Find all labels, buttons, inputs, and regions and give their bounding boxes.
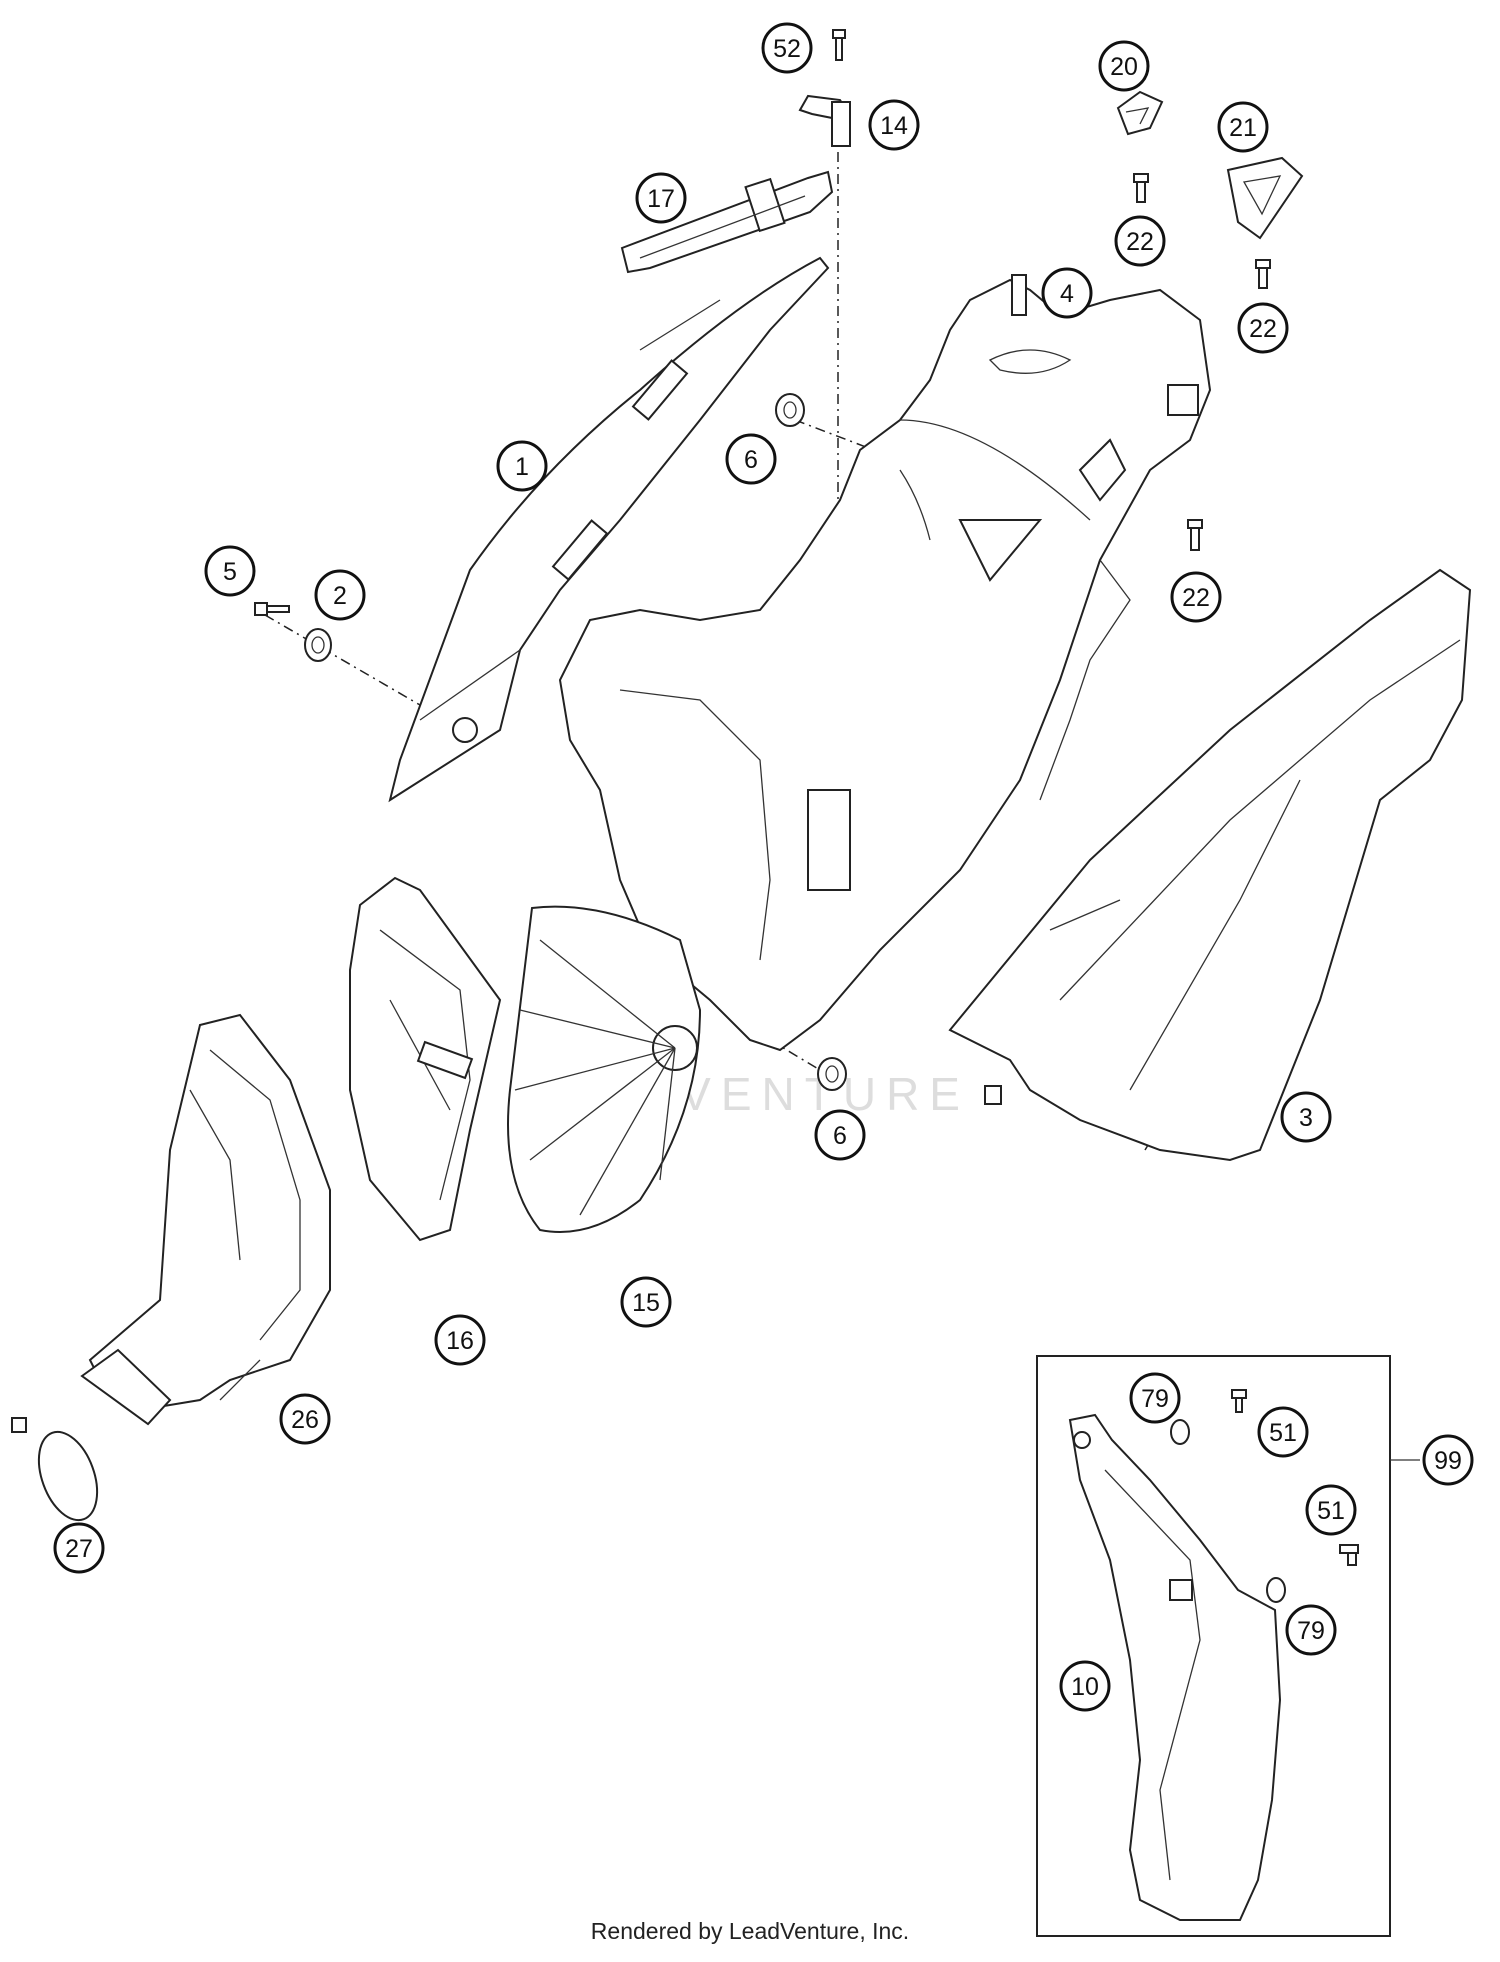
part-52-screw — [832, 29, 846, 61]
callout-10[interactable]: 10 — [1059, 1660, 1111, 1712]
svg-text:3: 3 — [1299, 1104, 1313, 1132]
callout-20[interactable]: 20 — [1098, 40, 1150, 92]
part-15-air-filter — [507, 905, 702, 1233]
callout-21[interactable]: 21 — [1217, 101, 1269, 153]
part-26-intake-boot — [80, 1013, 331, 1426]
part-79-grommet-a — [1170, 1419, 1190, 1445]
part-51-bolt-b — [1339, 1544, 1359, 1566]
callout-22[interactable]: 22 — [1114, 215, 1166, 267]
callout-22[interactable]: 22 — [1170, 571, 1222, 623]
callout-79[interactable]: 79 — [1285, 1604, 1337, 1656]
part-27-hose-clamp — [11, 1417, 99, 1522]
callout-51[interactable]: 51 — [1305, 1484, 1357, 1536]
callout-79[interactable]: 79 — [1129, 1372, 1181, 1424]
part-51-bolt-a — [1231, 1389, 1247, 1413]
svg-text:16: 16 — [446, 1327, 474, 1355]
svg-text:22: 22 — [1249, 315, 1277, 343]
part-6-grommet-bottom — [817, 1057, 847, 1091]
part-79-grommet-b — [1266, 1577, 1286, 1603]
svg-text:6: 6 — [744, 446, 758, 474]
callout-6[interactable]: 6 — [725, 433, 777, 485]
kit-99-box — [1036, 1355, 1391, 1937]
svg-text:17: 17 — [647, 185, 675, 213]
svg-text:1: 1 — [515, 453, 529, 481]
callout-6[interactable]: 6 — [814, 1109, 866, 1161]
svg-text:2: 2 — [333, 582, 347, 610]
part-16-filter-cage — [349, 876, 502, 1242]
svg-text:10: 10 — [1071, 1673, 1099, 1701]
svg-text:6: 6 — [833, 1122, 847, 1150]
svg-text:4: 4 — [1060, 280, 1074, 308]
callout-16[interactable]: 16 — [434, 1314, 486, 1366]
callout-3[interactable]: 3 — [1280, 1091, 1332, 1143]
part-17-strap — [620, 170, 834, 274]
footer-credit: Rendered by LeadVenture, Inc. — [590, 1918, 910, 1944]
svg-text:52: 52 — [773, 35, 801, 63]
callout-99[interactable]: 99 — [1422, 1434, 1474, 1486]
part-10-side-plate — [1068, 1413, 1282, 1921]
svg-text:15: 15 — [632, 1289, 660, 1317]
callout-15[interactable]: 15 — [620, 1276, 672, 1328]
svg-text:21: 21 — [1229, 114, 1257, 142]
svg-text:22: 22 — [1182, 584, 1210, 612]
part-5-bolt — [254, 602, 290, 616]
callout-layer: 52 14 20 21 17 22 4 22 1 6 5 2 22 6 3 15… — [53, 22, 1474, 1712]
part-2-grommet — [304, 628, 332, 662]
part-1-side-cover — [388, 256, 830, 803]
part-14-clip — [798, 94, 851, 147]
svg-text:51: 51 — [1269, 1419, 1297, 1447]
callout-14[interactable]: 14 — [868, 99, 920, 151]
svg-text:51: 51 — [1317, 1497, 1345, 1525]
svg-text:26: 26 — [291, 1406, 319, 1434]
svg-text:22: 22 — [1126, 228, 1154, 256]
part-6-grommet-top — [775, 393, 805, 427]
svg-text:5: 5 — [223, 558, 237, 586]
callout-52[interactable]: 52 — [761, 22, 813, 74]
callout-51[interactable]: 51 — [1257, 1406, 1309, 1458]
svg-text:79: 79 — [1297, 1617, 1325, 1645]
callout-5[interactable]: 5 — [204, 545, 256, 597]
callout-22[interactable]: 22 — [1237, 302, 1289, 354]
part-20-bracket — [1116, 90, 1164, 203]
part-21-mount — [1226, 156, 1304, 289]
callout-27[interactable]: 27 — [53, 1522, 105, 1574]
callout-4[interactable]: 4 — [1041, 267, 1093, 319]
svg-text:27: 27 — [65, 1535, 93, 1563]
svg-text:79: 79 — [1141, 1385, 1169, 1413]
part-3-side-cover-right — [948, 568, 1472, 1162]
callout-1[interactable]: 1 — [496, 440, 548, 492]
callout-2[interactable]: 2 — [314, 569, 366, 621]
part-22-screw-right — [1187, 519, 1203, 551]
callout-17[interactable]: 17 — [635, 172, 687, 224]
callout-26[interactable]: 26 — [279, 1393, 331, 1445]
part-4-airbox — [558, 274, 1212, 1052]
svg-text:99: 99 — [1434, 1447, 1462, 1475]
svg-text:20: 20 — [1110, 53, 1138, 81]
svg-text:14: 14 — [880, 112, 908, 140]
